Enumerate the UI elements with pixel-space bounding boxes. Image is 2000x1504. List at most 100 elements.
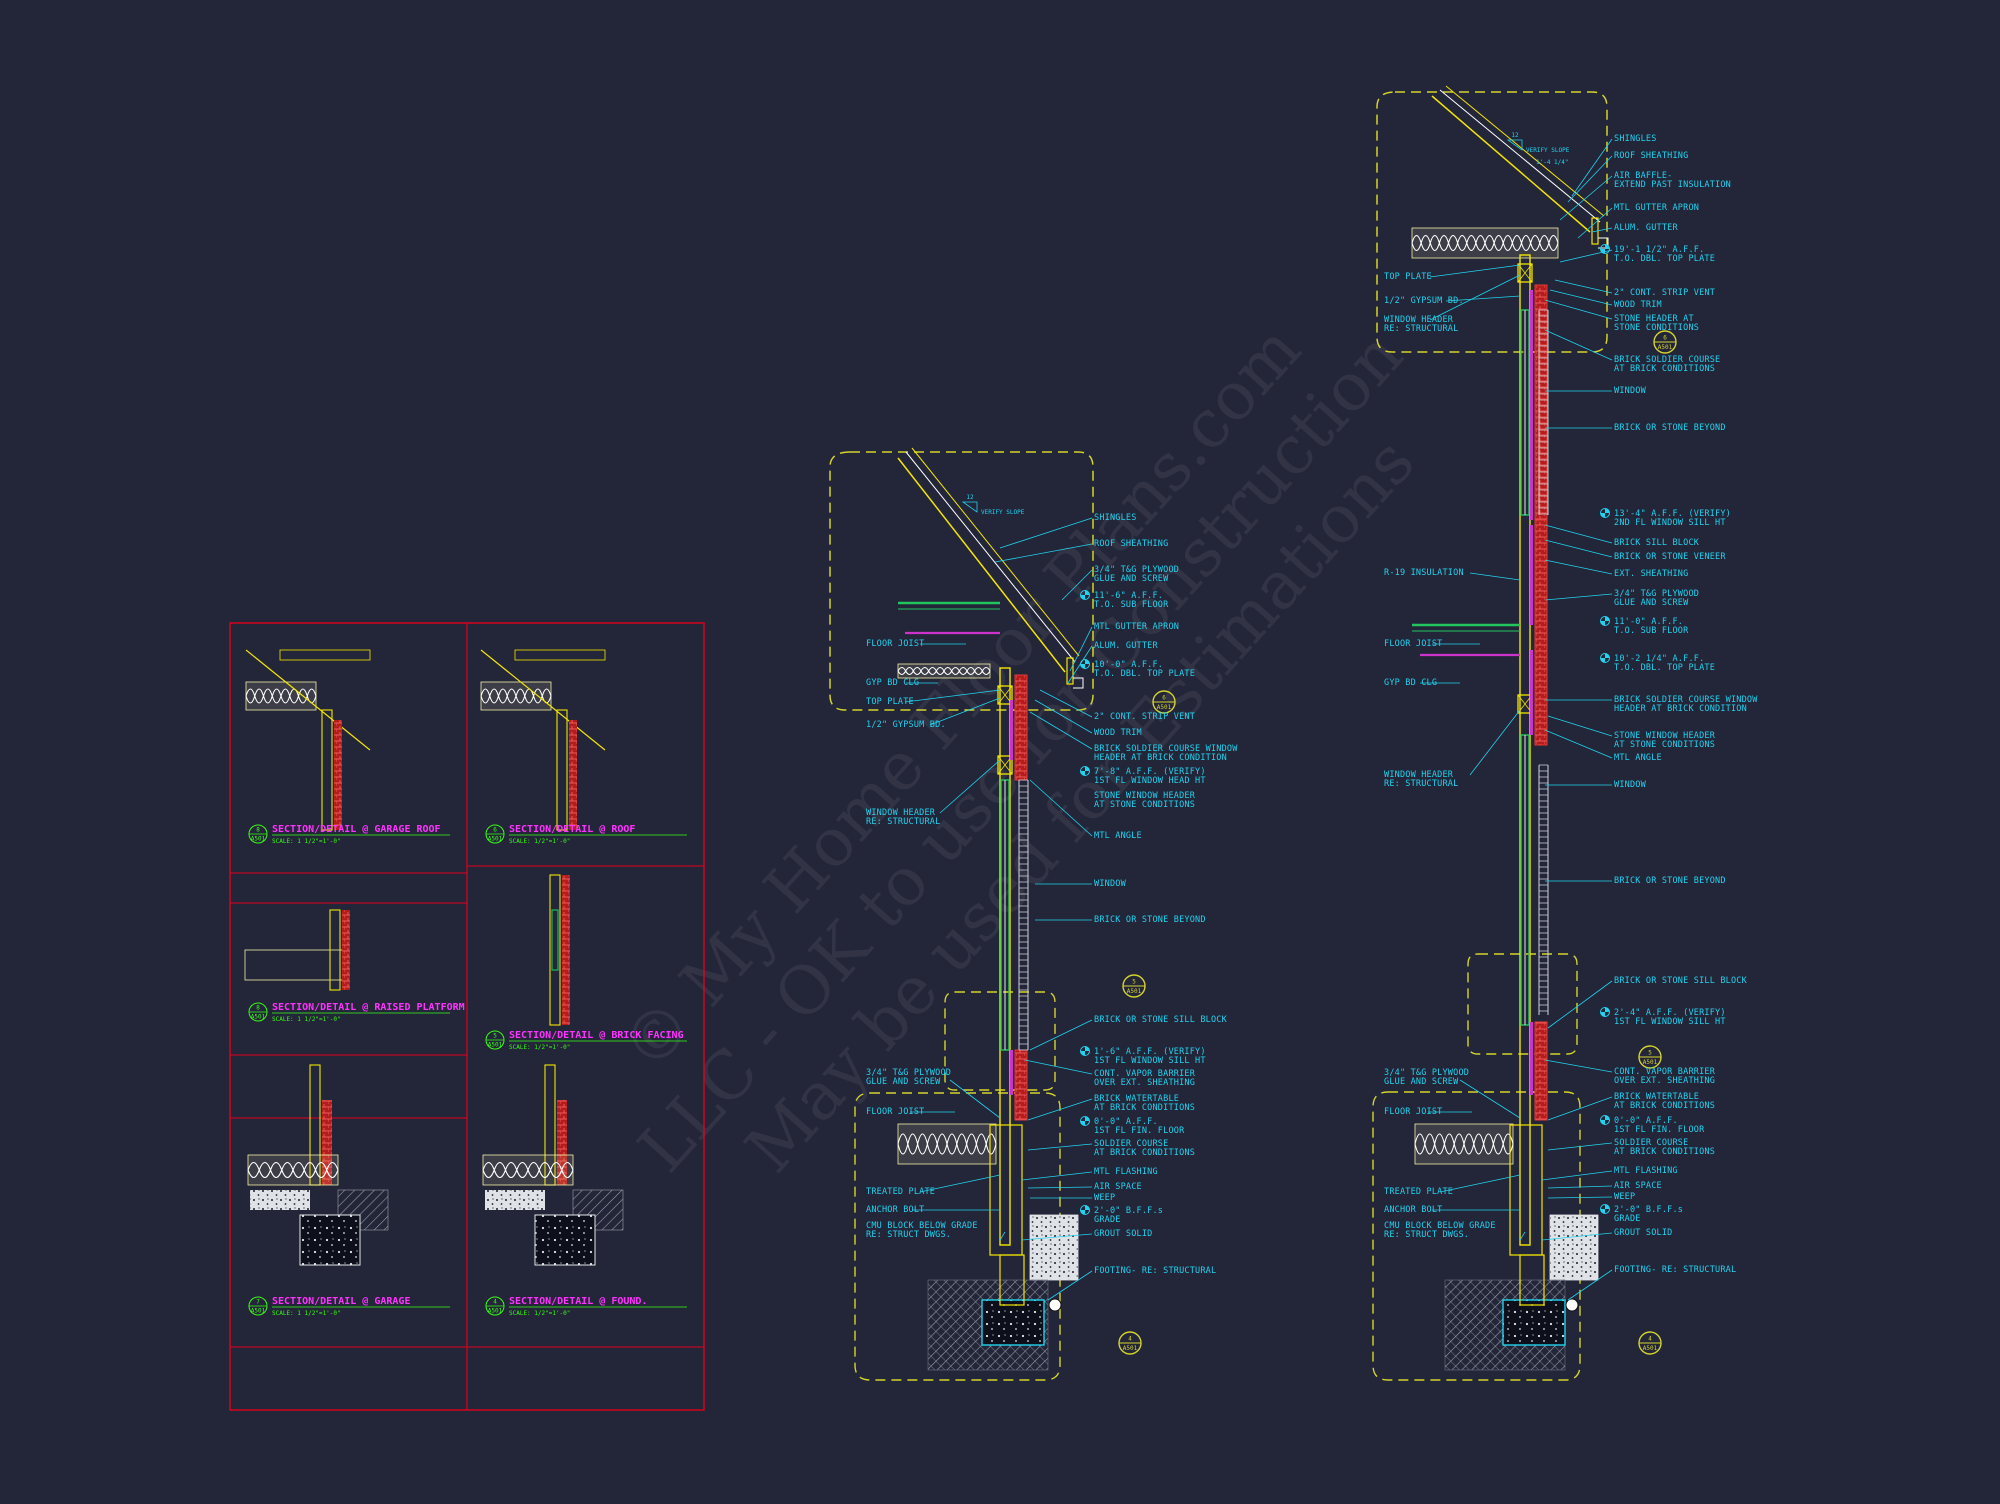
annotation-label: ANCHOR BOLT [866,1205,925,1215]
elevation-marker-icon [1080,766,1090,776]
annotation-label: T.O. DBL. TOP PLATE [1094,669,1195,679]
annotation-label: AT STONE CONDITIONS [1094,800,1195,810]
elevation-marker-icon [1600,1007,1610,1017]
annotation-label: ANCHOR BOLT [1384,1205,1443,1215]
annotation-label: WINDOW HEADER [1384,315,1454,325]
leader-line [1519,1231,1526,1241]
stem-wall [999,1254,1025,1306]
leader-line [1047,1270,1093,1301]
detail-number: 8 [256,1005,260,1012]
annotation-label: GLUE AND SCREW [866,1077,941,1087]
leader-line [994,543,1093,563]
brick-veneer [1014,1049,1028,1121]
annotation-label: FLOOR JOIST [1384,639,1443,649]
brick-veneer [562,875,570,1025]
leader-line [1547,1142,1613,1151]
leader-line [1541,1232,1613,1241]
stud [549,874,561,1026]
leader-line [1034,699,1093,734]
annotation-label: 2ND FL WINDOW SILL HT [1614,518,1726,528]
callout-sheet: A501 [1123,1345,1138,1352]
window-unit [1520,734,1530,1026]
window-header [997,755,1013,775]
annotation-label: TOP PLATE [1384,272,1432,282]
leader-line [1024,1059,1093,1075]
detail-sheet-ref: A501 [488,836,503,843]
slab [485,1190,545,1210]
leader-line [1591,227,1613,233]
annotation-label: OVER EXT. SHEATHING [1094,1078,1195,1088]
slope-note: VERIFY SLOPE [1526,147,1570,154]
leader-line [1429,274,1521,321]
wood-stud-wall [1519,254,1531,1246]
annotation-label: SHINGLES [1094,513,1137,523]
batt-insulation [1414,1123,1514,1165]
annotation-label: BRICK WATERTABLE [1094,1094,1179,1104]
leader-line [1544,1059,1613,1073]
footing [534,1214,596,1266]
leader-line [1021,1171,1093,1181]
annotation-label: STONE WINDOW HEADER [1094,791,1196,801]
annotation-label: WOOD TRIM [1094,728,1142,738]
annotation-label: AT BRICK CONDITIONS [1614,1147,1715,1157]
annotation-label: RE: STRUCT DWGS. [866,1230,951,1240]
annotation-label: BRICK OR STONE SILL BLOCK [1094,1015,1228,1025]
annotation-label: AIR SPACE [1094,1182,1142,1192]
leader-line [1567,1269,1613,1301]
stem-wall [1519,1254,1545,1306]
annotation-label: OVER EXT. SHEATHING [1614,1076,1715,1086]
annotation-label: 1/2" GYPSUM BD. [866,720,946,730]
slope-value: 12 [1511,132,1519,139]
annotation-label: GYP BD CLG [1384,678,1437,688]
annotation-label: WINDOW [1094,879,1127,889]
leader-line [1029,711,1093,750]
roof-sheathing [905,451,1076,663]
brick-beyond [1538,309,1549,515]
annotation-label: MTL FLASHING [1094,1167,1158,1177]
leader-line [1559,175,1613,221]
window-header [997,685,1013,705]
concrete-footing [1502,1299,1566,1346]
floor-system [898,601,1000,635]
annotation-label: STONE CONDITIONS [1614,323,1699,333]
annotation-label: BRICK OR STONE SILL BLOCK [1614,976,1748,986]
window-unit [1000,779,1010,1051]
leader-line [1554,279,1613,294]
annotation-label: WINDOW HEADER [866,808,936,818]
shingles [911,447,1080,657]
brick-veneer [557,1100,567,1185]
elevation-marker-icon [1080,659,1090,669]
brick-veneer [1534,284,1548,521]
annotation-label: GRADE [1094,1215,1121,1225]
elevation-marker-icon [1600,653,1610,663]
annotation-label: SOLDIER COURSE [1094,1139,1168,1149]
brick-beyond [1018,779,1029,1051]
leader-line [1029,779,1093,837]
leader-line [1547,1096,1613,1121]
rafter [480,649,606,751]
leader-line [1544,729,1613,759]
detail-title: SECTION/DETAIL @ RAISED PLATFORM [272,1002,465,1013]
detail-sheet-ref: A501 [251,1308,266,1315]
annotation-label: WEEP [1614,1192,1635,1202]
annotation-label: EXTEND PAST INSULATION [1614,180,1731,190]
brick-veneer [342,910,350,990]
leader-line [1027,1186,1093,1189]
annotation-label: HEADER AT BRICK CONDITION [1094,753,1227,763]
annotation-label: ALUM. GUTTER [1094,641,1158,651]
annotation-label: GYP BD CLG [866,678,919,688]
leader-line [1039,689,1093,718]
annotation-label: 1ST FL WINDOW HEAD HT [1094,776,1206,786]
rafter [897,457,1066,673]
foundation [897,1123,1079,1371]
annotation-label: 7'-8" A.F.F. (VERIFY) [1094,767,1206,777]
leader-line [1547,1185,1613,1189]
